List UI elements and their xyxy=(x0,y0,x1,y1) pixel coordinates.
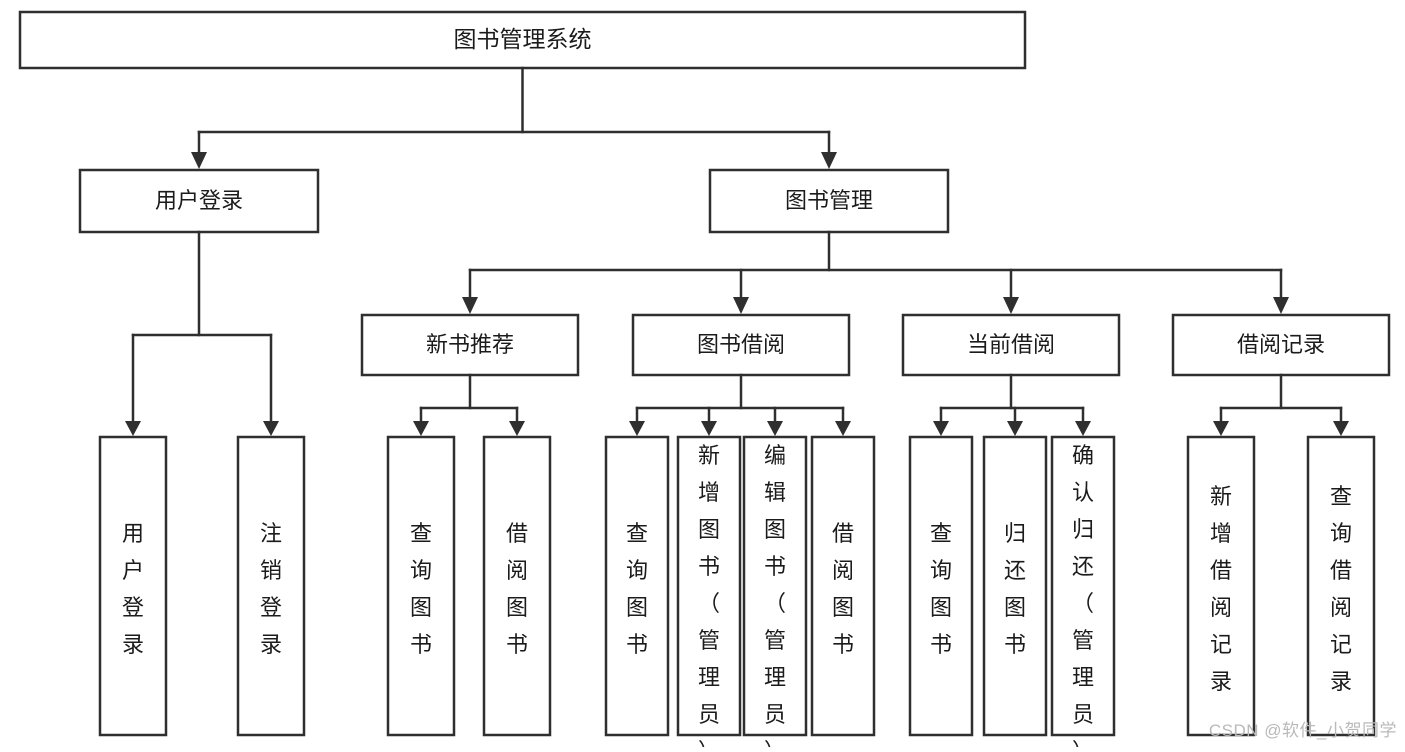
leaf-node-4[interactable]: 借阅图书 xyxy=(482,435,552,737)
arrow-head-icon xyxy=(413,421,429,436)
node-label: 借阅图书 xyxy=(832,521,854,657)
node-label: 新书推荐 xyxy=(426,332,514,357)
level3-node-4[interactable]: 借阅记录 xyxy=(1171,313,1391,377)
node-label: 新增图书（管理员） xyxy=(698,443,720,747)
node-label: 图书管理 xyxy=(785,188,873,213)
arrow-head-icon xyxy=(1333,421,1349,436)
node-box[interactable] xyxy=(982,435,1048,737)
arrow-head-icon xyxy=(1213,421,1229,436)
csdn-watermark: CSDN @软件_小贺同学 xyxy=(1208,721,1397,740)
node-box[interactable] xyxy=(676,435,742,737)
level3-node-3[interactable]: 当前借阅 xyxy=(901,313,1121,377)
root-node-book-management-system[interactable]: 图书管理系统 xyxy=(18,10,1027,70)
arrow-head-icon xyxy=(1273,297,1289,314)
node-label: 归还图书 xyxy=(1004,521,1026,657)
leaf-node-7[interactable]: 编辑图书（管理员） xyxy=(742,435,808,752)
leaf-node-6[interactable]: 新增图书（管理员） xyxy=(676,435,742,752)
leaf-node-8[interactable]: 借阅图书 xyxy=(810,435,876,737)
leaf-node-13[interactable]: 查询借阅记录 xyxy=(1306,435,1376,737)
node-box[interactable] xyxy=(18,10,1027,70)
arrow-head-icon xyxy=(1075,421,1091,436)
node-label: 用户登录 xyxy=(122,521,144,657)
leaf-node-9[interactable]: 查询图书 xyxy=(908,435,974,737)
arrow-head-icon xyxy=(125,421,141,436)
arrow-head-icon xyxy=(835,421,851,436)
node-box[interactable] xyxy=(1186,435,1256,737)
level3-node-2[interactable]: 图书借阅 xyxy=(631,313,851,377)
level3-node-1[interactable]: 新书推荐 xyxy=(360,313,580,377)
leaf-node-11[interactable]: 确认归还（管理员） xyxy=(1050,435,1116,752)
node-box[interactable] xyxy=(1050,435,1116,737)
node-label: 查询借阅记录 xyxy=(1330,484,1352,694)
node-box[interactable] xyxy=(908,435,974,737)
node-box[interactable] xyxy=(1306,435,1376,737)
node-label: 查询图书 xyxy=(410,521,432,657)
arrow-head-icon xyxy=(509,421,525,436)
node-label: 编辑图书（管理员） xyxy=(764,443,786,747)
leaf-node-2[interactable]: 注销登录 xyxy=(236,435,306,737)
arrow-head-icon xyxy=(1003,297,1019,314)
node-box[interactable] xyxy=(604,435,670,737)
node-box[interactable] xyxy=(98,435,168,737)
leaf-node-10[interactable]: 归还图书 xyxy=(982,435,1048,737)
node-label: 借阅记录 xyxy=(1237,332,1325,357)
node-label: 查询图书 xyxy=(626,521,648,657)
node-label: 借阅图书 xyxy=(506,521,528,657)
arrow-head-icon xyxy=(701,421,717,436)
arrow-head-icon xyxy=(191,152,207,169)
leaf-node-3[interactable]: 查询图书 xyxy=(386,435,456,737)
level2-node-1[interactable]: 用户登录 xyxy=(78,168,320,234)
node-label: 当前借阅 xyxy=(967,332,1055,357)
node-box[interactable] xyxy=(708,168,950,234)
node-label: 图书管理系统 xyxy=(454,26,592,52)
node-box[interactable] xyxy=(78,168,320,234)
node-box[interactable] xyxy=(236,435,306,737)
arrow-head-icon xyxy=(821,152,837,169)
arrow-head-icon xyxy=(767,421,783,436)
arrow-head-icon xyxy=(462,297,478,314)
node-box[interactable] xyxy=(810,435,876,737)
node-box[interactable] xyxy=(482,435,552,737)
node-label: 注销登录 xyxy=(260,521,282,657)
arrow-head-icon xyxy=(733,297,749,314)
node-label: 用户登录 xyxy=(155,188,243,213)
node-box[interactable] xyxy=(386,435,456,737)
node-label: 图书借阅 xyxy=(697,332,785,357)
arrow-head-icon xyxy=(1007,421,1023,436)
node-box[interactable] xyxy=(1171,313,1391,377)
arrow-head-icon xyxy=(933,421,949,436)
node-label: 新增借阅记录 xyxy=(1210,484,1232,694)
arrow-head-icon xyxy=(629,421,645,436)
node-box[interactable] xyxy=(631,313,851,377)
leaf-node-5[interactable]: 查询图书 xyxy=(604,435,670,737)
leaf-node-12[interactable]: 新增借阅记录 xyxy=(1186,435,1256,737)
node-label: 查询图书 xyxy=(930,521,952,657)
level2-node-2[interactable]: 图书管理 xyxy=(708,168,950,234)
leaf-node-1[interactable]: 用户登录 xyxy=(98,435,168,737)
node-box[interactable] xyxy=(742,435,808,737)
arrow-head-icon xyxy=(263,421,279,436)
node-label: 确认归还（管理员） xyxy=(1072,443,1094,747)
